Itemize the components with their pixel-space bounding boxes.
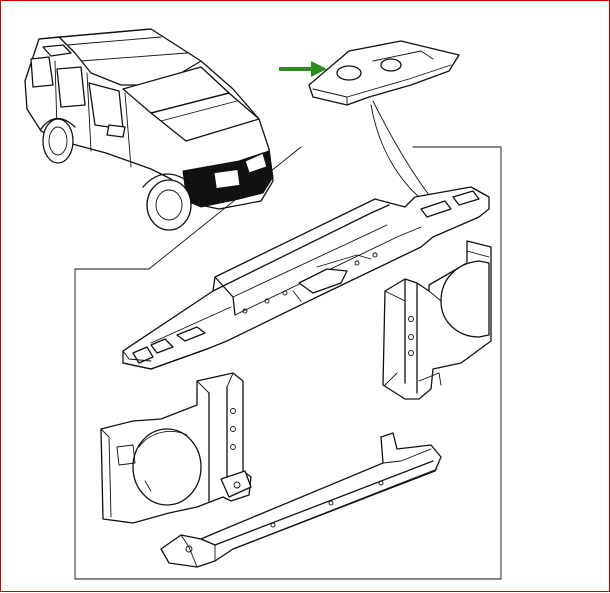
leader-line — [370, 104, 420, 198]
callout-outline — [74, 146, 502, 580]
pointer-arrow-icon — [279, 61, 327, 77]
vehicle-illustration — [24, 28, 274, 231]
right-fan-housing — [382, 240, 492, 400]
leader-line — [372, 100, 430, 196]
top-bracket-part — [308, 40, 460, 106]
upper-cross-panel — [122, 186, 490, 370]
left-fan-housing — [100, 372, 252, 524]
lower-rail — [160, 432, 442, 568]
